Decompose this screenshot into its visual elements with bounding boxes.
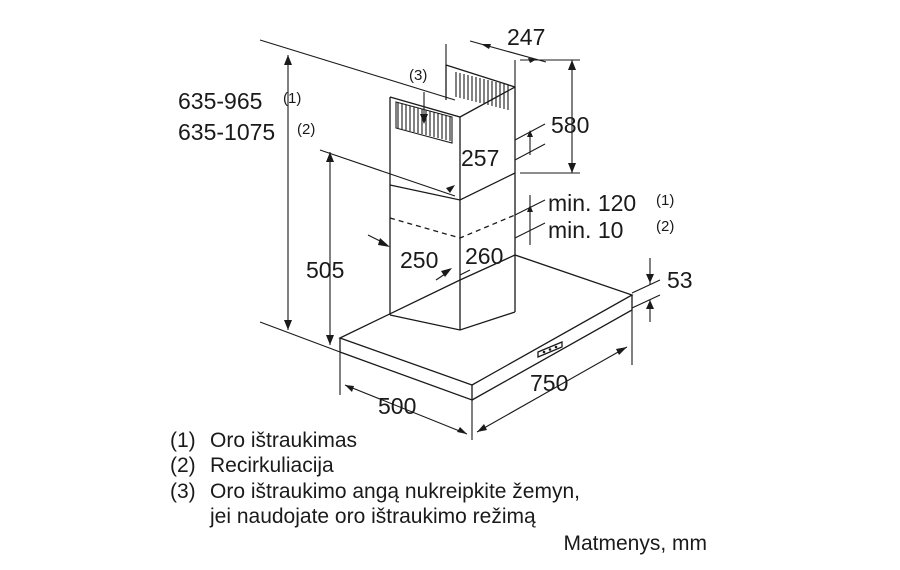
legend-1-text: Oro ištraukimas bbox=[210, 429, 357, 452]
dim-canopy-thickness: 53 bbox=[667, 267, 693, 293]
control-button-icon bbox=[554, 345, 558, 349]
control-button-icon bbox=[548, 348, 552, 351]
dim-total-height-recirculation-ref: (2) bbox=[297, 121, 315, 138]
dim-min-gap-recirculation: min. 10 bbox=[548, 217, 623, 243]
hood-outline bbox=[338, 64, 634, 401]
vent-callout-label: (3) bbox=[409, 67, 427, 84]
legend-2-num: (2) bbox=[170, 454, 196, 477]
dim-min-gap-extraction-ref: (1) bbox=[656, 192, 674, 209]
dim-canopy-depth: 500 bbox=[378, 393, 416, 419]
dim-chimney-inner-width: 257 bbox=[461, 145, 499, 171]
legend-3-text-cont: jei naudojate oro ištraukimo režimą bbox=[209, 505, 536, 528]
dim-chimney-lower-width: 250 bbox=[400, 247, 438, 273]
dimension-lines bbox=[259, 39, 661, 440]
dim-min-gap-extraction: min. 120 bbox=[548, 190, 636, 216]
legend-3-text: Oro ištraukimo angą nukreipkite žemyn, bbox=[210, 480, 580, 503]
upper-chimney-top-front bbox=[389, 86, 516, 118]
control-panel bbox=[537, 341, 563, 358]
dim-chimney-lower-depth: 260 bbox=[465, 243, 503, 269]
chimney-overlap-dashed-line bbox=[389, 214, 516, 239]
canopy-top-face bbox=[338, 254, 634, 386]
dim-chimney-top-depth: 247 bbox=[507, 24, 545, 50]
lower-chimney-bottom bbox=[389, 311, 516, 331]
units-note: Matmenys, mm bbox=[563, 532, 707, 555]
dim-chimney-lower-height: 505 bbox=[306, 257, 344, 283]
dim-total-height-extraction: 635-965 bbox=[178, 88, 262, 114]
legend: (1) Oro ištraukimas (2) Recirkuliacija (… bbox=[170, 429, 580, 528]
dim-chimney-top-height: 580 bbox=[551, 112, 589, 138]
dim-total-height-extraction-ref: (1) bbox=[283, 90, 301, 107]
dim-min-gap-recirculation-ref: (2) bbox=[656, 218, 674, 235]
canopy-front-left-face bbox=[339, 338, 473, 401]
legend-1-num: (1) bbox=[170, 429, 196, 452]
vent-grille-left bbox=[395, 101, 453, 144]
dim-total-height-recirculation: 635-1075 bbox=[178, 119, 275, 145]
dim-canopy-width: 750 bbox=[530, 370, 568, 396]
legend-3-num: (3) bbox=[170, 480, 196, 503]
control-button-icon bbox=[542, 350, 546, 354]
legend-2-text: Recirkuliacija bbox=[210, 454, 334, 477]
vent-grille-right bbox=[455, 72, 509, 110]
upper-chimney-back-top bbox=[445, 64, 516, 88]
